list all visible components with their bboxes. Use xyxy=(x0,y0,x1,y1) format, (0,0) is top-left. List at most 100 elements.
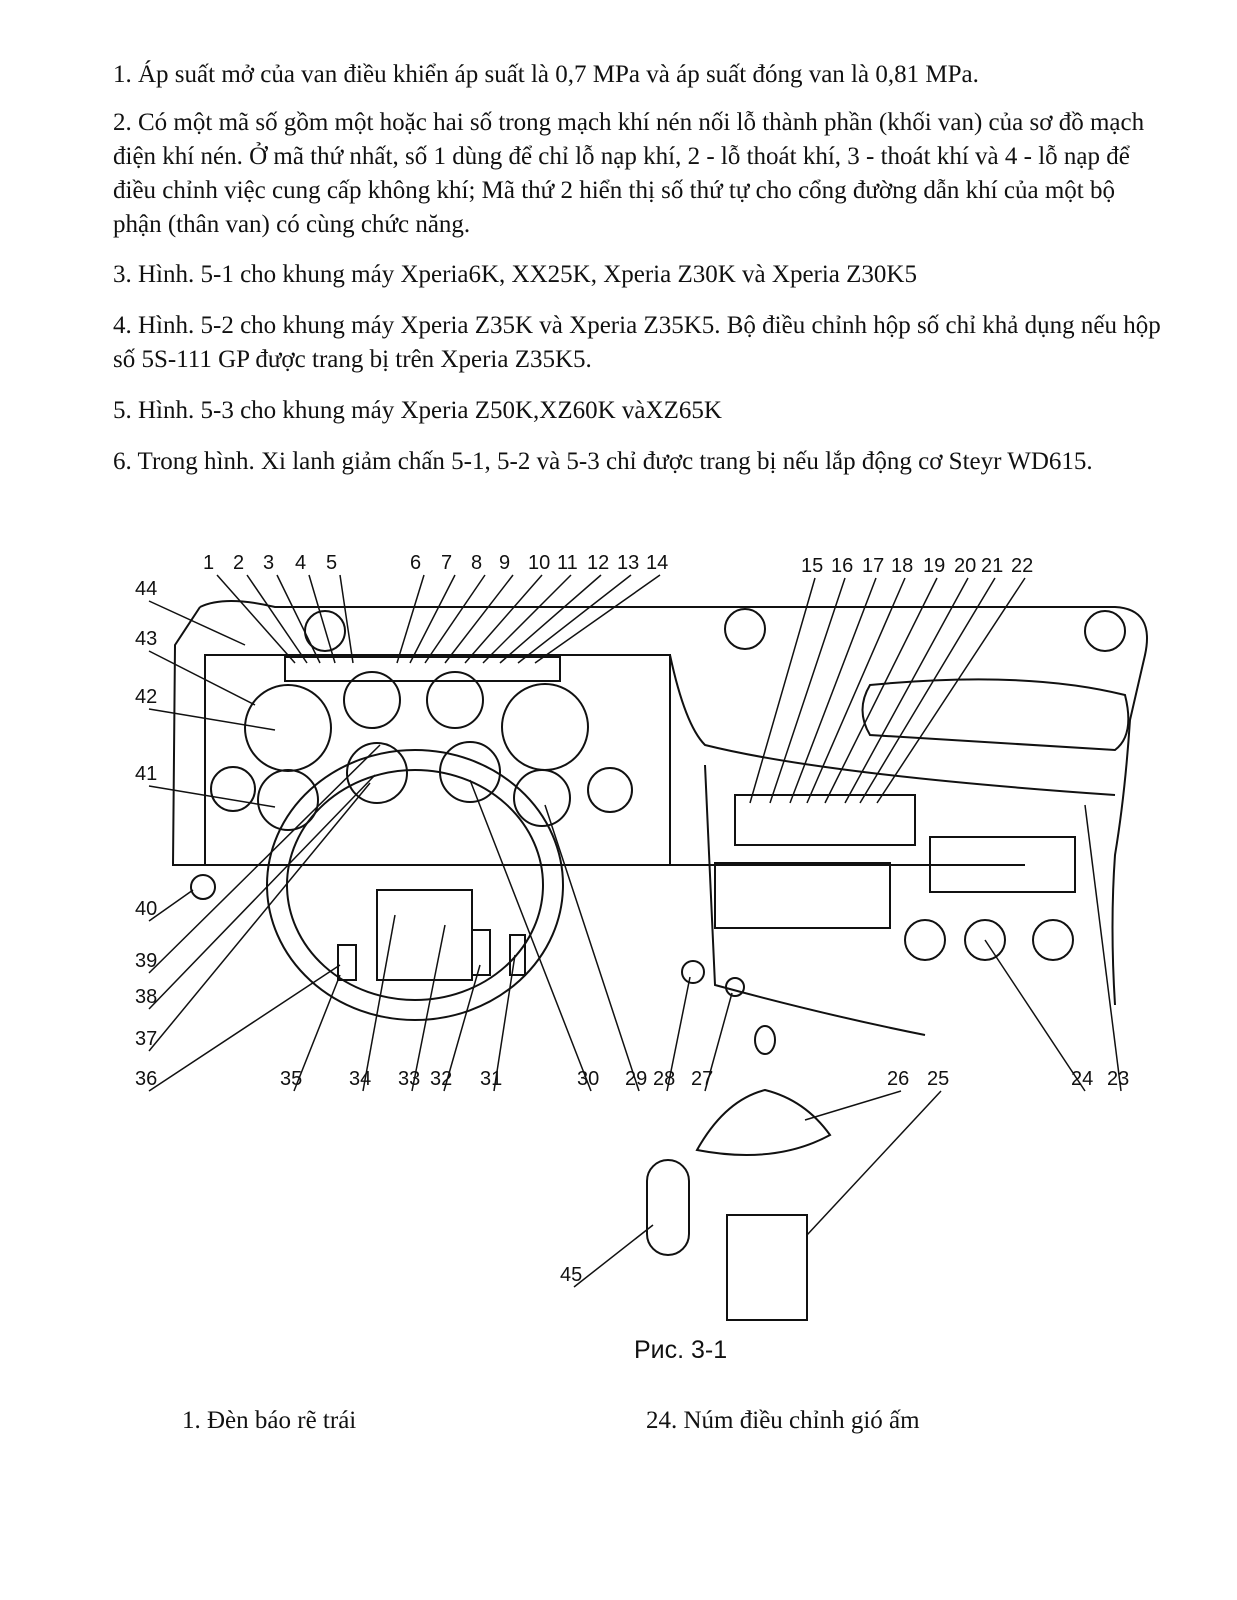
callout-leader-27 xyxy=(704,992,733,1092)
paragraph-3: 3. Hình. 5-1 cho khung máy Xperia6K, XX2… xyxy=(113,261,917,288)
callout-leader-28 xyxy=(666,976,691,1092)
callout-label-12: 12 xyxy=(587,552,609,574)
callout-label-32: 32 xyxy=(430,1068,452,1090)
duct-loop xyxy=(861,678,1130,752)
callout-leader-22 xyxy=(876,577,1026,804)
callout-leader-18 xyxy=(806,577,906,804)
callout-label-43: 43 xyxy=(135,628,157,650)
callout-label-14: 14 xyxy=(646,552,668,574)
callout-leader-13 xyxy=(517,574,632,664)
callout-label-1: 1 xyxy=(203,552,214,574)
callout-label-11: 11 xyxy=(557,552,578,574)
callout-leader-10 xyxy=(464,574,543,664)
callout-leader-43 xyxy=(148,650,256,706)
callout-label-44: 44 xyxy=(135,578,157,600)
callout-leader-5 xyxy=(339,574,354,664)
callout-label-13: 13 xyxy=(617,552,639,574)
callout-leader-1 xyxy=(216,574,296,664)
callout-leader-21 xyxy=(859,577,996,804)
switch-panel-lower xyxy=(714,862,891,929)
callout-label-41: 41 xyxy=(135,763,157,785)
callout-label-21: 21 xyxy=(981,555,1003,577)
heater-knob-1 xyxy=(904,919,946,961)
switch-28 xyxy=(681,960,705,984)
paragraph-5: 5. Hình. 5-3 cho khung máy Xperia Z50K,X… xyxy=(113,397,722,424)
callout-leader-33 xyxy=(411,924,446,1092)
paragraph-1: 1. Áp suất mở của van điều khiển áp suất… xyxy=(113,61,979,88)
callout-leader-37 xyxy=(148,782,371,1052)
callout-label-5: 5 xyxy=(326,552,337,574)
console-lower xyxy=(704,764,926,1036)
callout-label-6: 6 xyxy=(410,552,421,574)
callout-leader-17 xyxy=(789,577,877,804)
callout-label-25: 25 xyxy=(927,1068,949,1090)
steering-wheel-inner xyxy=(286,769,544,1001)
callout-label-20: 20 xyxy=(954,555,976,577)
callout-leader-30 xyxy=(469,779,592,1092)
callout-leader-44 xyxy=(148,600,246,646)
callout-leader-7 xyxy=(409,574,456,664)
callout-leader-15 xyxy=(749,577,816,804)
callout-leader-32 xyxy=(443,964,481,1092)
callout-leader-40 xyxy=(148,889,194,922)
switch-27 xyxy=(725,977,745,997)
callout-label-34: 34 xyxy=(349,1068,371,1090)
callout-leader-9 xyxy=(444,574,514,664)
callout-label-22: 22 xyxy=(1011,555,1033,577)
callout-leader-39 xyxy=(148,744,381,974)
callout-leader-36 xyxy=(148,964,341,1092)
paragraph-2: 2. Có một mã số gồm một hoặc hai số tron… xyxy=(113,109,1145,238)
callout-label-2: 2 xyxy=(233,552,244,574)
callout-label-36: 36 xyxy=(135,1068,157,1090)
callout-label-24: 24 xyxy=(1071,1068,1093,1090)
heater-knob-3 xyxy=(1032,919,1074,961)
legend-item-1: 1. Đèn báo rẽ trái xyxy=(182,1407,357,1434)
center-console xyxy=(669,654,1116,796)
callout-label-42: 42 xyxy=(135,686,157,708)
callout-label-19: 19 xyxy=(923,555,945,577)
callout-label-3: 3 xyxy=(263,552,274,574)
callout-leader-2 xyxy=(246,574,308,664)
callout-label-23: 23 xyxy=(1107,1068,1129,1090)
callout-leader-41 xyxy=(148,785,276,808)
pedal-accelerator xyxy=(509,934,526,976)
callout-leader-8 xyxy=(424,574,486,664)
callout-label-8: 8 xyxy=(471,552,482,574)
steering-wheel xyxy=(266,749,564,1021)
callout-label-7: 7 xyxy=(441,552,452,574)
callout-label-45: 45 xyxy=(560,1264,582,1286)
callout-label-33: 33 xyxy=(398,1068,420,1090)
figure-caption: Рис. 3-1 xyxy=(634,1336,728,1364)
callout-leader-34 xyxy=(362,914,396,1092)
callout-label-28: 28 xyxy=(653,1068,675,1090)
callout-label-30: 30 xyxy=(577,1068,599,1090)
callout-leader-31 xyxy=(493,954,516,1092)
callout-leader-16 xyxy=(769,577,846,804)
paragraph-6: 6. Trong hình. Xi lanh giảm chấn 5-1, 5-… xyxy=(113,448,1093,475)
callout-leader-12 xyxy=(499,574,602,664)
callout-label-17: 17 xyxy=(862,555,884,577)
callout-label-9: 9 xyxy=(499,552,510,574)
callout-leader-6 xyxy=(396,574,425,664)
callout-label-29: 29 xyxy=(625,1068,647,1090)
callout-label-37: 37 xyxy=(135,1028,157,1050)
shift-plate xyxy=(726,1214,808,1321)
warning-light-strip xyxy=(284,656,561,682)
callout-label-26: 26 xyxy=(887,1068,909,1090)
callout-leader-24 xyxy=(984,939,1086,1092)
callout-leader-29 xyxy=(544,804,640,1092)
radio xyxy=(929,836,1076,893)
callout-leader-14 xyxy=(534,574,661,664)
callout-leader-25 xyxy=(806,1090,942,1236)
pedal-brake xyxy=(471,929,491,976)
callout-label-39: 39 xyxy=(135,950,157,972)
callout-leader-26 xyxy=(804,1090,902,1121)
callout-leader-20 xyxy=(844,577,969,804)
callout-label-27: 27 xyxy=(691,1068,713,1090)
callout-leader-42 xyxy=(148,708,276,731)
pedal-clutch xyxy=(337,944,357,981)
callout-label-40: 40 xyxy=(135,898,157,920)
callout-leader-23 xyxy=(1084,804,1122,1092)
